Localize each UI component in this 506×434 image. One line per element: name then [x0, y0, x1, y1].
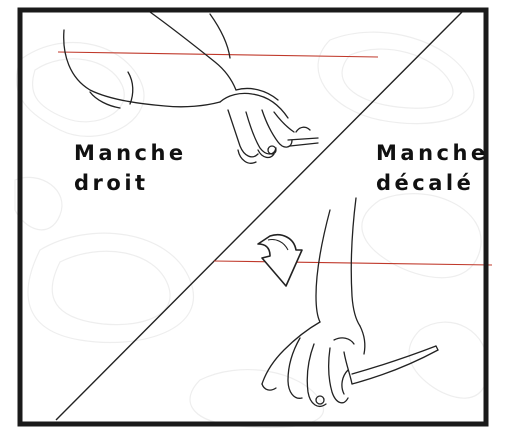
label-straight-line2: droit: [74, 171, 149, 195]
hand-straight-handle: [63, 11, 319, 164]
frame: [17, 7, 489, 427]
guide-line-bottom: [213, 260, 493, 266]
guide-line-top: [57, 51, 379, 58]
curved-down-arrow-icon: [257, 234, 303, 287]
label-offset-line2: décalé: [376, 171, 475, 195]
label-offset-handle: Manche décalé: [376, 138, 489, 198]
label-offset-line1: Manche: [376, 141, 489, 165]
label-straight-handle: Manche droit: [74, 138, 187, 198]
label-straight-line1: Manche: [74, 141, 187, 165]
topographic-background: [14, 31, 489, 429]
hand-offset-handle: [261, 197, 439, 407]
diagonal-divider: [55, 9, 465, 421]
